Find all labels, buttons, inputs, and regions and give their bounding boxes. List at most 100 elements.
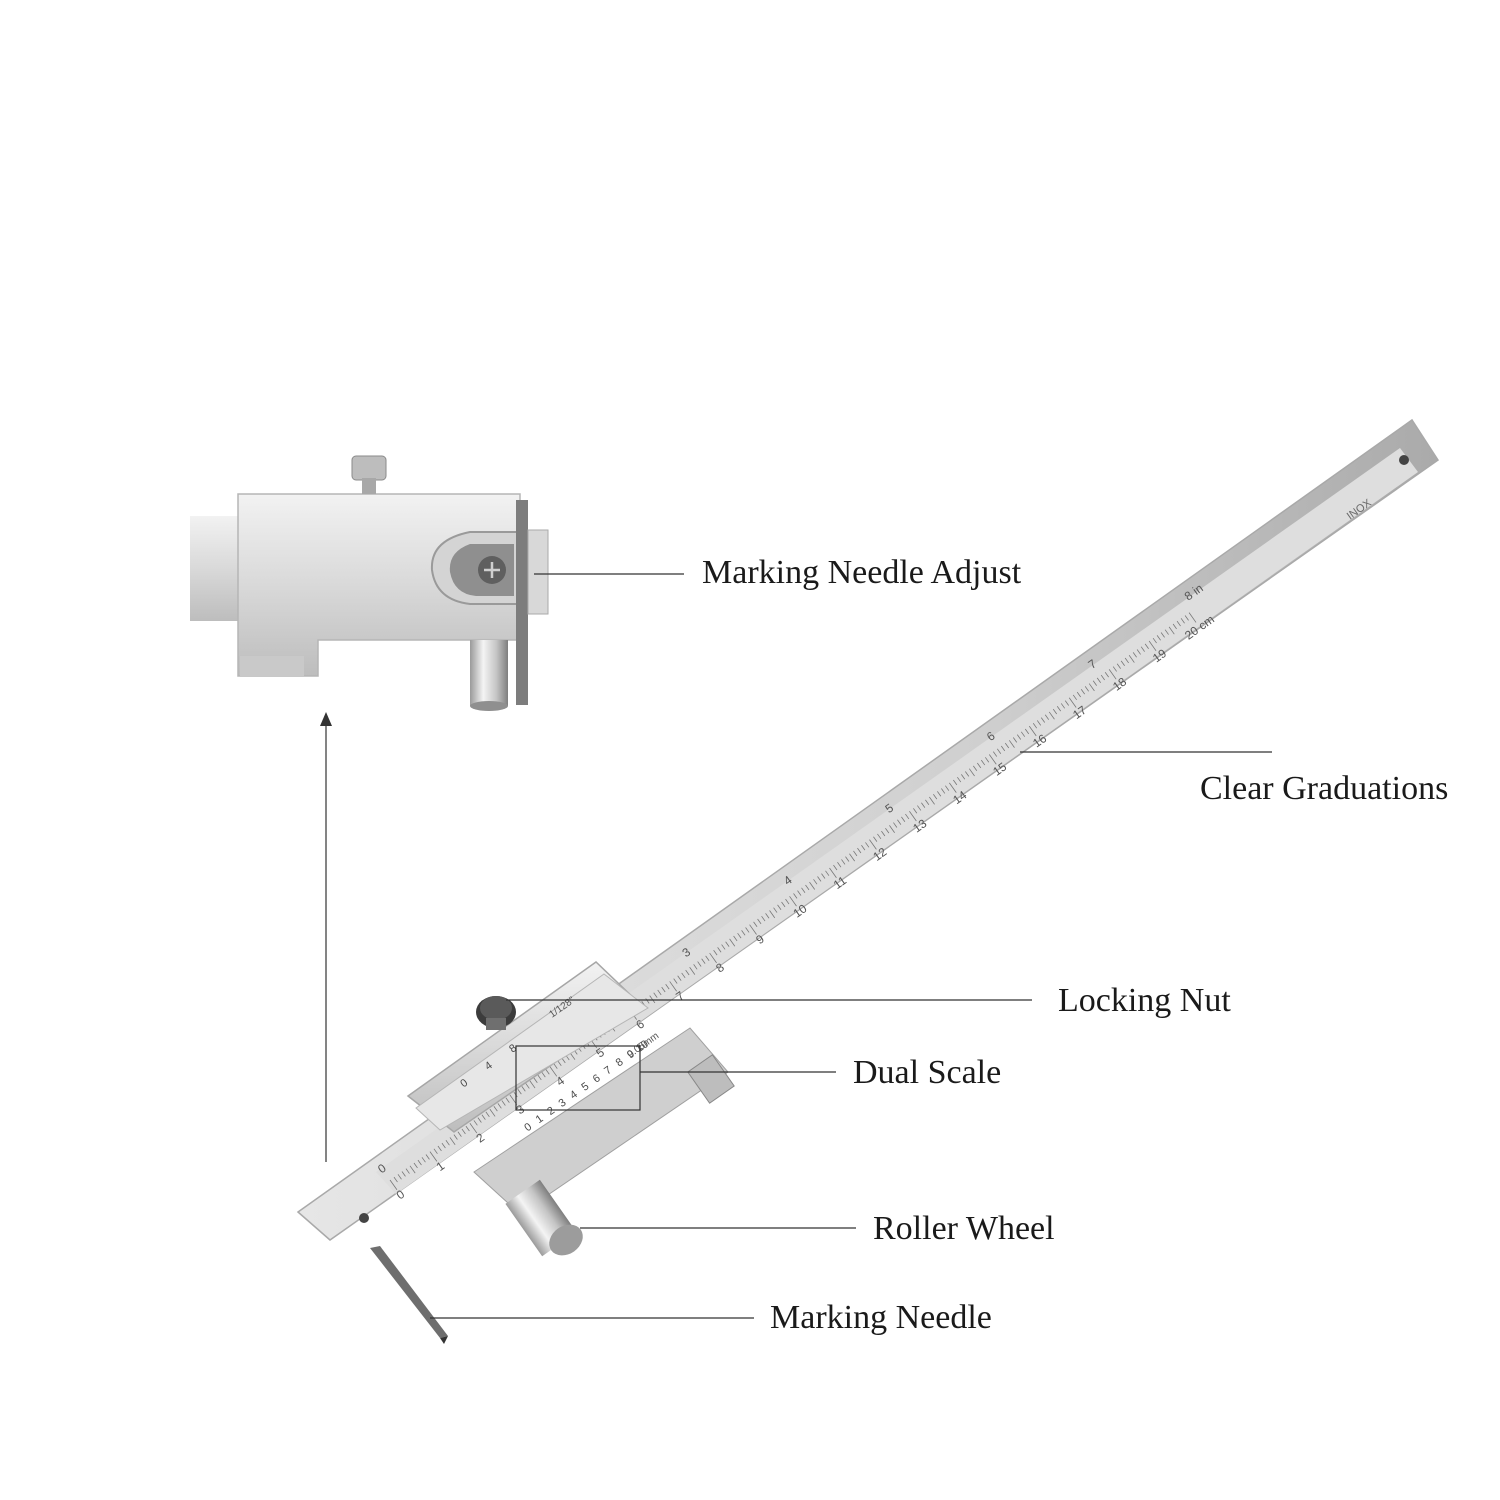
graduation-tick (717, 947, 722, 953)
graduation-tick (485, 1111, 490, 1118)
graduation-tick (1084, 686, 1089, 692)
vernier-mm-digit: 4 (568, 1088, 580, 1101)
graduation-tick (701, 958, 706, 964)
graduation-tick (505, 1097, 510, 1103)
graduation-tick (861, 845, 866, 851)
graduation-tick (1032, 723, 1038, 729)
graduation-tick (749, 924, 757, 935)
graduation-tick (821, 873, 826, 879)
label-marking-needle-adjust: Marking Needle Adjust (702, 554, 1022, 591)
graduation-tick (525, 1083, 530, 1089)
graduation-tick (885, 828, 890, 834)
vernier-mm-digit: 0 (522, 1121, 534, 1134)
graduation-tick (777, 904, 782, 910)
graduation-tick (1052, 708, 1058, 715)
graduation-tick (1056, 706, 1062, 712)
graduation-tick (1060, 703, 1066, 709)
roller-wheel-icon (505, 1179, 583, 1257)
graduation-tick (545, 1069, 550, 1075)
graduation-tick (697, 961, 702, 967)
graduation-tick (401, 1171, 406, 1177)
vernier-mm-digit: 1 (534, 1113, 546, 1126)
graduation-tick (1008, 740, 1015, 748)
graduation-tick (685, 969, 690, 976)
graduation-tick (881, 830, 886, 837)
graduation-tick (765, 913, 770, 919)
graduation-tick (681, 972, 686, 979)
graduation-tick (1044, 714, 1050, 720)
graduation-tick (549, 1066, 558, 1077)
graduation-tick (889, 825, 895, 833)
graduation-tick (945, 785, 950, 791)
label-clear-graduations: Clear Graduations (1200, 770, 1449, 807)
graduation-tick (677, 975, 682, 981)
graduation-tick (773, 907, 778, 913)
graduation-tick (809, 881, 816, 890)
graduation-tick (1128, 654, 1135, 663)
graduation-tick (669, 981, 677, 992)
inset-roller (470, 640, 508, 706)
graduation-tick (801, 887, 806, 893)
graduation-tick (757, 918, 762, 925)
graduation-tick (469, 1123, 478, 1134)
vernier-mm-digit: 10 (634, 1038, 651, 1055)
graduation-tick (737, 932, 742, 939)
graduation-tick (925, 799, 930, 806)
graduation-tick (980, 759, 986, 766)
graduation-tick (409, 1165, 416, 1174)
graduation-tick (665, 984, 670, 990)
graduation-tick (833, 864, 838, 871)
graduation-tick (557, 1060, 562, 1066)
inset-detail (190, 455, 549, 711)
graduation-tick (453, 1134, 458, 1140)
graduation-tick (877, 833, 882, 840)
graduation-tick (805, 884, 810, 891)
graduation-tick (389, 1179, 398, 1191)
locking-nut-icon (476, 996, 516, 1030)
graduation-tick (905, 813, 910, 820)
cm-number: 0 (394, 1187, 408, 1202)
graduation-tick (825, 870, 830, 876)
vernier-mm-digit: 7 (602, 1064, 614, 1077)
graduation-tick (405, 1168, 410, 1174)
graduation-tick (1024, 728, 1030, 735)
vernier-inch-digits: 048 (458, 1042, 519, 1090)
graduation-tick (541, 1071, 546, 1078)
graduation-tick (733, 935, 738, 942)
cm-number: 2 (474, 1130, 488, 1145)
graduation-tick (1132, 652, 1137, 658)
label-marking-needle: Marking Needle (770, 1299, 992, 1336)
graduation-tick (1140, 646, 1145, 652)
graduation-tick (937, 791, 942, 797)
graduation-tick (761, 915, 766, 922)
graduation-tick (413, 1162, 418, 1169)
graduation-tick (1184, 615, 1189, 621)
cm-number: 4 (553, 1073, 567, 1088)
graduation-tick (857, 847, 862, 854)
graduation-tick (645, 998, 650, 1004)
graduation-tick (921, 802, 926, 808)
dual-scale-bracket (515, 1045, 641, 1111)
graduation-tick (965, 771, 970, 777)
graduation-tick (817, 876, 822, 882)
graduation-tick (489, 1108, 496, 1117)
graduation-tick (1152, 637, 1157, 644)
graduation-tick (561, 1057, 566, 1064)
graduation-tick (1188, 612, 1197, 623)
graduation-tick (713, 949, 718, 956)
graduation-tick (849, 853, 856, 862)
vernier-mm-digit: 2 (545, 1105, 557, 1118)
graduation-tick (433, 1148, 438, 1154)
graduation-tick (421, 1157, 426, 1163)
graduation-tick (917, 805, 922, 811)
vernier-inch-digit: 0 (458, 1077, 470, 1090)
graduation-tick (797, 890, 802, 896)
graduation-tick (725, 941, 730, 947)
graduation-tick (793, 893, 798, 899)
graduation-tick (873, 836, 878, 842)
graduation-tick (657, 989, 662, 996)
graduation-tick (845, 856, 850, 862)
